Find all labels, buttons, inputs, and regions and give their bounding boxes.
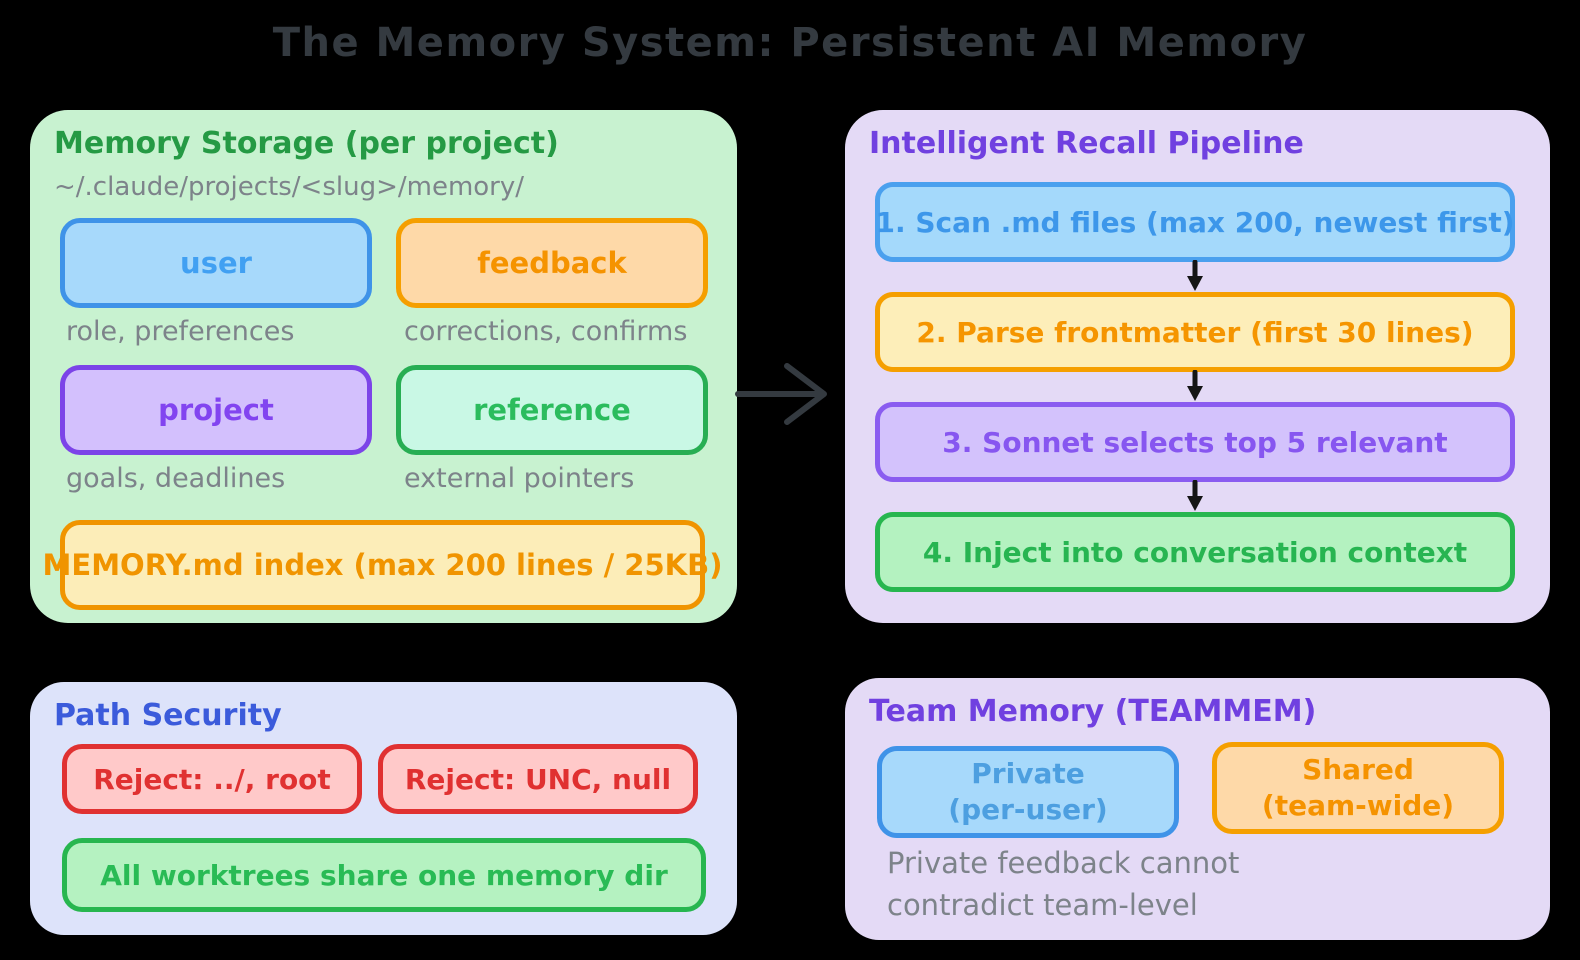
caption-reference: external pointers [404, 463, 635, 494]
down-arrow-icon [1187, 480, 1203, 511]
team-note-line2: contradict team-level [887, 888, 1198, 923]
panel-memory-storage: Memory Storage (per project) ~/.claude/p… [30, 110, 737, 623]
panel-recall-pipeline: Intelligent Recall Pipeline 1. Scan .md … [845, 110, 1550, 623]
diagram-title: The Memory System: Persistent AI Memory [272, 20, 1308, 66]
node-private-memory: Private (per-user) [877, 746, 1179, 838]
node-user: user [60, 218, 372, 308]
storage-to-pipeline-arrow-icon [735, 363, 827, 425]
caption-project: goals, deadlines [66, 463, 286, 494]
pipeline-step-1: 1. Scan .md files (max 200, newest first… [875, 182, 1515, 262]
private-label-line2: (per-user) [948, 793, 1108, 826]
path-security-heading: Path Security [54, 698, 282, 733]
team-note-line1: Private feedback cannot [887, 846, 1240, 880]
down-arrow-icon [1187, 370, 1203, 401]
pipeline-step-2: 2. Parse frontmatter (first 30 lines) [875, 292, 1515, 372]
caption-feedback: corrections, confirms [404, 316, 688, 347]
shared-label-line2: (team-wide) [1261, 789, 1455, 822]
team-memory-note: Private feedback cannot contradict team-… [887, 842, 1239, 926]
panel-team-memory: Team Memory (TEAMMEM) Private (per-user)… [845, 678, 1550, 940]
pipeline-step-4: 4. Inject into conversation context [875, 512, 1515, 592]
down-arrow-icon [1187, 260, 1203, 291]
node-reference: reference [396, 365, 708, 455]
recall-pipeline-heading: Intelligent Recall Pipeline [869, 126, 1304, 161]
pipeline-step-3: 3. Sonnet selects top 5 relevant [875, 402, 1515, 482]
node-project: project [60, 365, 372, 455]
private-label-line1: Private [971, 756, 1085, 790]
team-memory-heading: Team Memory (TEAMMEM) [869, 694, 1317, 729]
memory-storage-path: ~/.claude/projects/<slug>/memory/ [54, 172, 525, 202]
node-reject-dotdot-root: Reject: ../, root [62, 744, 362, 814]
panel-path-security: Path Security Reject: ../, root Reject: … [30, 682, 737, 935]
shared-label-line1: Shared [1302, 752, 1414, 786]
node-shared-memory: Shared (team-wide) [1212, 742, 1504, 834]
node-memory-index: MEMORY.md index (max 200 lines / 25KB) [43, 520, 722, 610]
node-worktrees-share: All worktrees share one memory dir [62, 838, 706, 912]
memory-storage-heading: Memory Storage (per project) [54, 126, 559, 161]
caption-user: role, preferences [66, 316, 295, 347]
node-reject-unc-null: Reject: UNC, null [378, 744, 698, 814]
node-feedback: feedback [396, 218, 708, 308]
